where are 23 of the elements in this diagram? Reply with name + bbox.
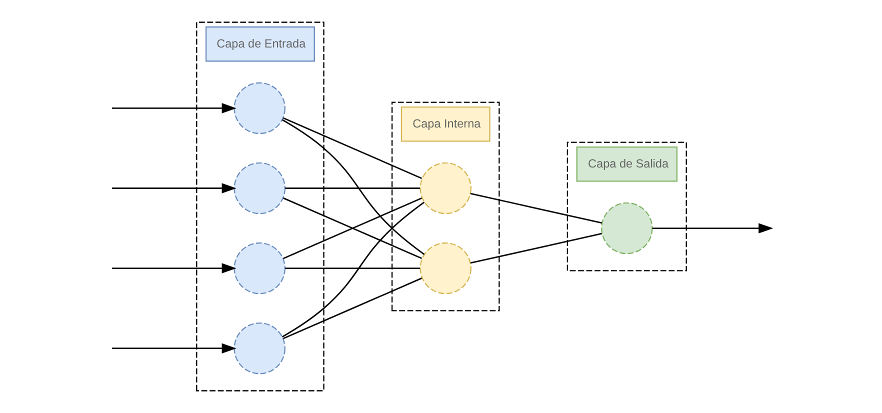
connector: [284, 268, 420, 270]
node-circle: [233, 82, 286, 134]
node-circle: [600, 202, 652, 254]
node-circle: [233, 242, 286, 294]
connector: [282, 278, 422, 340]
connector: [281, 119, 424, 255]
connector: [284, 188, 420, 189]
cluster: Capa de Entrada: [196, 22, 324, 392]
connector: [282, 117, 422, 179]
cluster: Capa Interna: [390, 102, 500, 312]
connector: [470, 192, 602, 224]
connector: [281, 202, 424, 338]
arrow: [112, 343, 236, 354]
connector: [470, 232, 602, 264]
node-circle: [419, 162, 472, 214]
node-circle: [233, 162, 286, 214]
arrow: [112, 263, 236, 274]
arrow: [112, 183, 236, 194]
arrow: [112, 103, 236, 114]
node-circle: [233, 322, 286, 374]
node-circle: [419, 242, 472, 294]
cluster: Capa de Salida: [566, 142, 686, 272]
arrow: [652, 223, 773, 234]
